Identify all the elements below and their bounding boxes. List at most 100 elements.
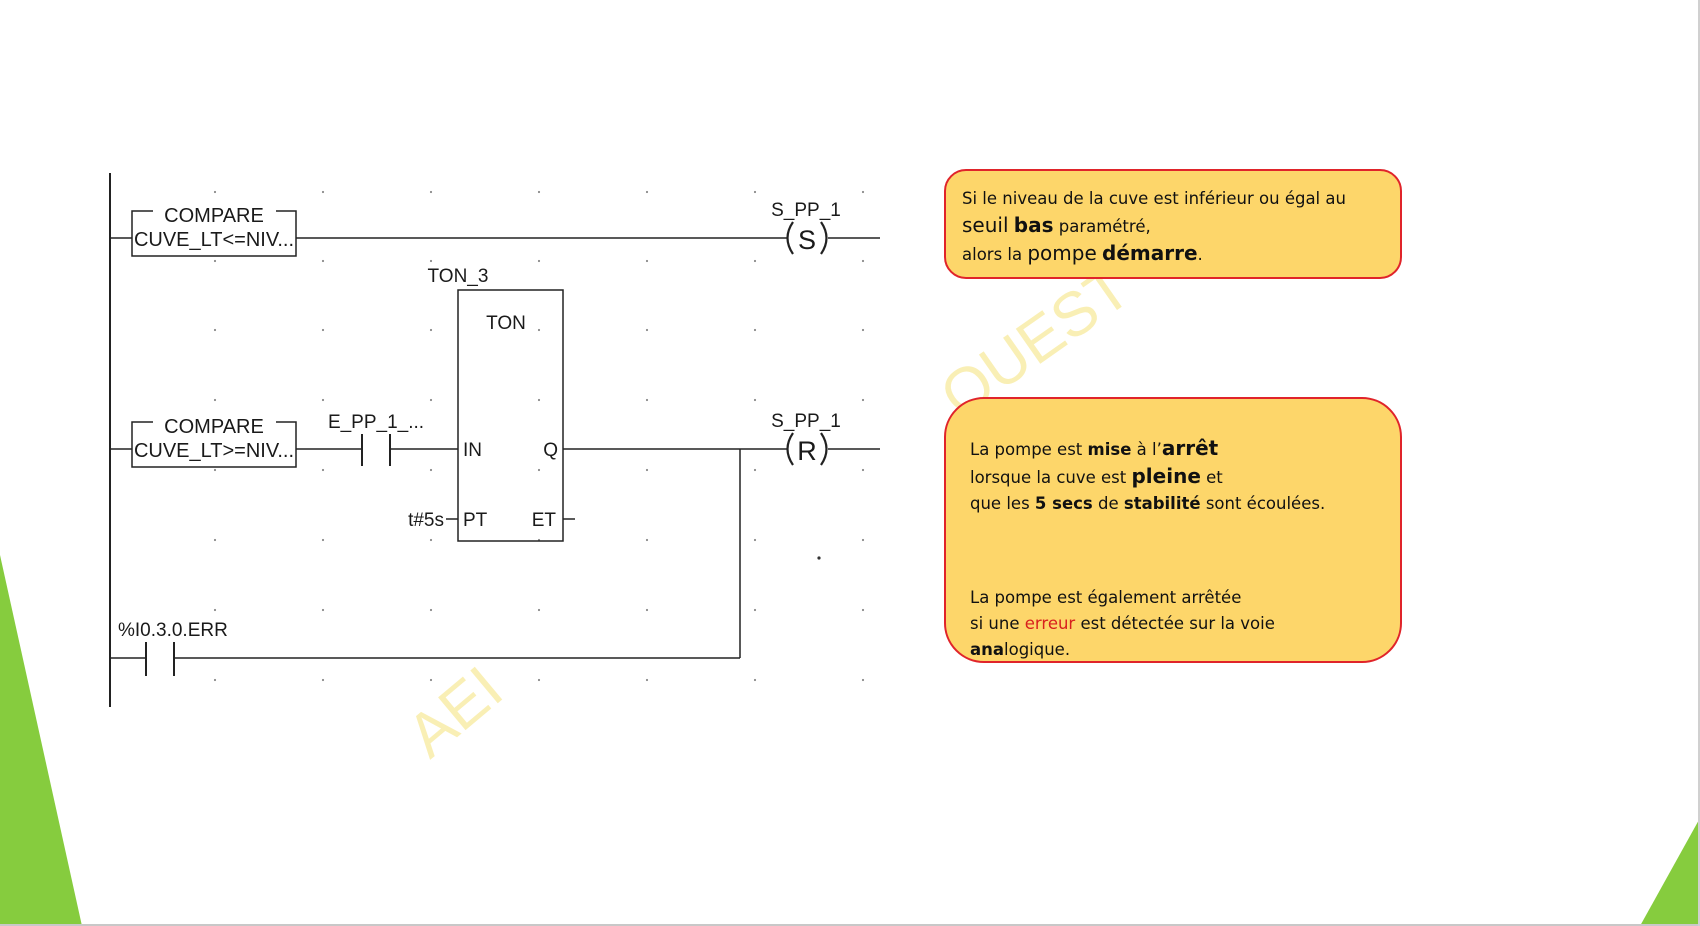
note-pump-start: Si le niveau de la cuve est inférieur ou… [944,169,1402,279]
grid-dot [861,328,865,332]
grid-dot [213,328,217,332]
grid-dot [429,678,433,682]
grid-dot [645,678,649,682]
note-text: et [1200,468,1223,487]
grid-dot [645,608,649,612]
note-keyword: pleine [1131,464,1201,488]
grid-dot [645,259,649,263]
grid-dot [321,608,325,612]
grid-dot [753,190,757,194]
note-keyword: ana [970,640,1005,659]
timer-preset: t#5s [408,510,444,531]
contact-error[interactable]: %I0.3.0.ERR [118,620,228,676]
note-text: seuil [962,213,1009,237]
compare-block-high[interactable]: COMPARE CUVE_LT>=NIV... [131,416,297,468]
grid-dot [537,259,541,263]
compare-block-low[interactable]: COMPARE CUVE_LT<=NIV... [131,205,297,257]
contact-label: E_PP_1_... [328,412,424,433]
contact-e-pp-1[interactable]: E_PP_1_... [328,412,424,466]
timer-box [457,289,564,542]
grid-dot [861,538,865,542]
note-text: La pompe est [970,440,1088,459]
corner-triangle-right [1640,818,1700,926]
compare-block-expression: CUVE_LT<=NIV... [134,229,294,251]
compare-block-expression: CUVE_LT>=NIV... [134,440,294,462]
grid-dot [213,190,217,194]
grid-dot [753,468,757,472]
note-keyword: stabilité [1123,494,1201,513]
note-text: alors la [962,245,1028,264]
timer-pin-in: IN [463,440,482,461]
watermark-left: AEI [395,654,516,771]
grid-dot [645,190,649,194]
grid-dot [429,608,433,612]
grid-dot [429,398,433,402]
grid-dot [753,538,757,542]
note-keyword: arrêt [1161,436,1219,460]
grid-dot [537,608,541,612]
set-coil[interactable]: S_PP_1 S [771,200,841,255]
grid-dot [321,678,325,682]
reset-coil[interactable]: S_PP_1 R [771,411,841,466]
grid-dot [537,468,541,472]
note-text: pompe [1027,241,1097,265]
grid-dot [213,259,217,263]
grid-dot [429,468,433,472]
note-text: lorsque la cuve est [970,468,1132,487]
grid-dot [321,190,325,194]
note-text: est détectée sur la voie [1075,614,1275,633]
note-text: logique. [1004,640,1071,659]
grid-dot [537,328,541,332]
note-text: La pompe est également arrêtée [970,588,1242,607]
grid-dot [321,328,325,332]
grid-dot [861,608,865,612]
grid-dot [213,538,217,542]
grid-dot [213,608,217,612]
corner-triangle-left [0,555,82,926]
coil-label: S_PP_1 [771,411,841,432]
grid-dot [645,398,649,402]
note-text: que les [970,494,1035,513]
ton-timer-block[interactable]: TON_3 TON IN Q PT ET t#5s [408,266,575,542]
note-keyword: bas [1013,213,1054,237]
grid-dot [753,259,757,263]
note-text: sont écoulées. [1200,494,1326,513]
grid-dot [429,328,433,332]
grid-dot [213,468,217,472]
grid-dot [753,398,757,402]
stray-dot [817,556,821,560]
grid-dot [753,608,757,612]
grid-dot [537,190,541,194]
coil-letter: S [798,225,816,255]
note-text: Si le niveau de la cuve est inférieur ou… [962,189,1346,208]
grid-dot [753,678,757,682]
grid-dot [537,398,541,402]
note-text: de [1092,494,1124,513]
grid-dot [321,259,325,263]
timer-pin-et: ET [532,510,557,531]
timer-type: TON [486,313,526,334]
coil-label: S_PP_1 [771,200,841,221]
grid-dot [429,538,433,542]
grid-dot [429,190,433,194]
grid-dot [861,190,865,194]
grid-dot [753,328,757,332]
grid-dot [213,398,217,402]
grid-dot [321,398,325,402]
timer-pin-q: Q [543,440,558,461]
grid-dot [861,468,865,472]
rung-3: %I0.3.0.ERR [110,449,741,676]
grid-dot [861,678,865,682]
grid-dot [213,678,217,682]
grid-dot [861,398,865,402]
grid-dot [537,678,541,682]
note-keyword: démarre [1102,241,1198,265]
contact-label: %I0.3.0.ERR [118,620,228,641]
grid-dot [861,259,865,263]
note-text: à l’ [1131,440,1162,459]
note-pump-stop: La pompe est mise à l’arrêt lorsque la c… [944,397,1402,663]
timer-pin-pt: PT [463,510,488,531]
grid-dot [429,259,433,263]
coil-letter: R [797,436,817,466]
